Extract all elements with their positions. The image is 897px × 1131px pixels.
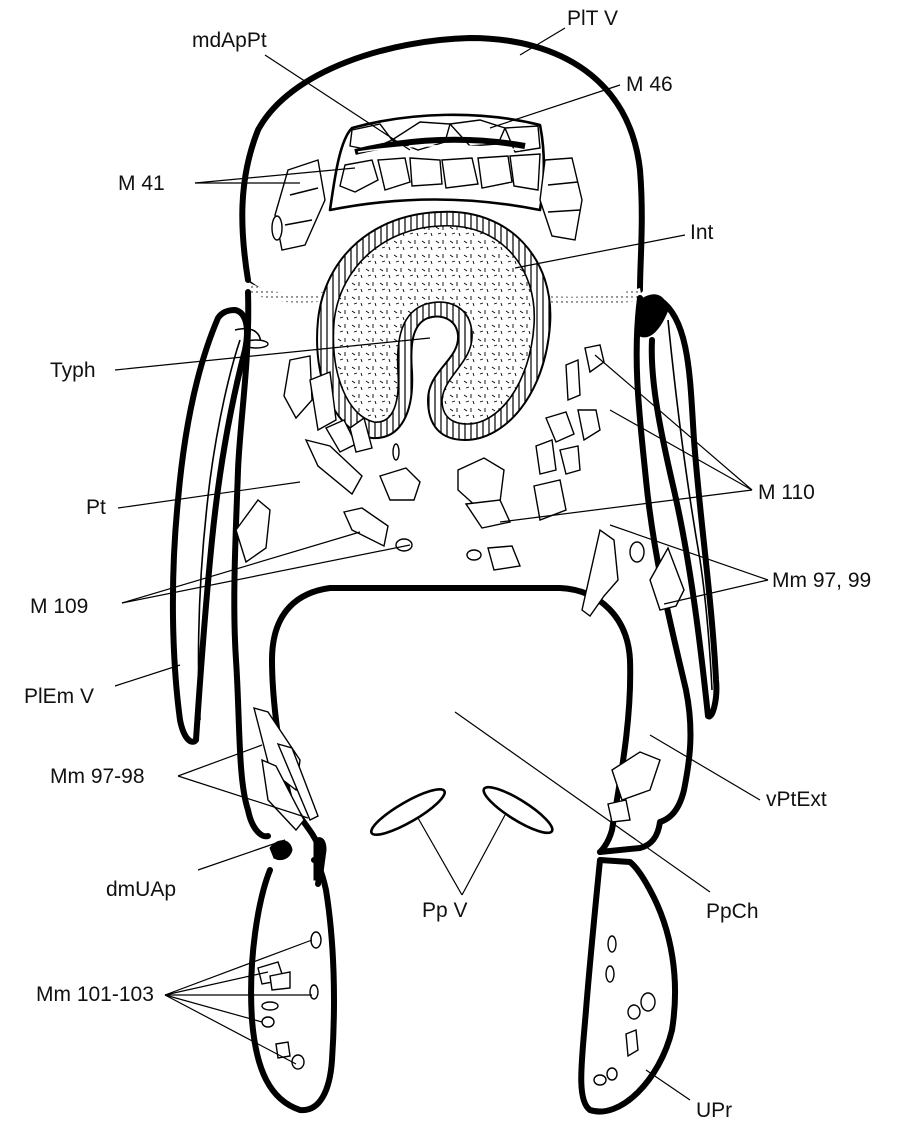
label-plem-v: PlEm V <box>24 686 94 707</box>
right-pleural-wall <box>652 300 717 717</box>
right-lower-process-upr <box>581 860 675 1112</box>
pp-v-left-apodeme <box>367 782 450 841</box>
label-m110: M 110 <box>758 482 815 503</box>
leader-int <box>515 235 685 268</box>
label-mm97-98: Mm 97-98 <box>50 766 145 787</box>
propleural-chamber-outline <box>272 588 630 852</box>
label-mdappt: mdApPt <box>192 30 267 51</box>
left-stippled-band <box>248 283 330 303</box>
label-int: Int <box>690 222 713 243</box>
label-dmuap: dmUAp <box>106 879 176 900</box>
label-upr: UPr <box>696 1100 732 1121</box>
m46-muscle-cells <box>340 120 540 192</box>
intestine <box>317 212 550 440</box>
label-plt-v: PlT V <box>567 8 618 29</box>
upr-muscle-cells <box>594 936 655 1085</box>
leader-mm101-d <box>165 995 262 1022</box>
label-m109: M 109 <box>30 596 88 617</box>
label-pp-v: Pp V <box>422 900 468 921</box>
leader-pp-v-b <box>462 815 505 895</box>
leader-upr <box>646 1070 690 1100</box>
label-pt: Pt <box>86 497 106 518</box>
leader-m109-b <box>122 545 410 603</box>
leader-plem-v <box>115 665 180 686</box>
leader-mm97-98-a <box>178 745 262 776</box>
leader-m46 <box>490 85 620 128</box>
leader-ppch <box>455 712 710 892</box>
right-articulation-block <box>640 295 668 337</box>
label-m41: M 41 <box>118 173 165 194</box>
label-m46: M 46 <box>626 74 673 95</box>
leader-dmuap <box>198 840 285 870</box>
leader-pp-v-a <box>418 818 462 895</box>
label-ppch: PpCh <box>706 901 759 922</box>
label-mm97-99: Mm 97, 99 <box>772 570 871 591</box>
leader-mdappt <box>265 55 410 150</box>
right-stippled-band <box>545 288 642 305</box>
label-typh: Typh <box>50 360 96 381</box>
leader-m41-b <box>195 168 355 183</box>
leader-vptext <box>650 735 760 800</box>
leader-m110-b <box>610 410 752 490</box>
pp-v-right-apodeme <box>479 780 557 839</box>
mm97-98-muscle-bundles <box>254 708 660 830</box>
label-mm101-103: Mm 101-103 <box>36 984 154 1005</box>
left-lower-process <box>251 860 334 1110</box>
label-vptext: vPtExt <box>766 789 827 810</box>
